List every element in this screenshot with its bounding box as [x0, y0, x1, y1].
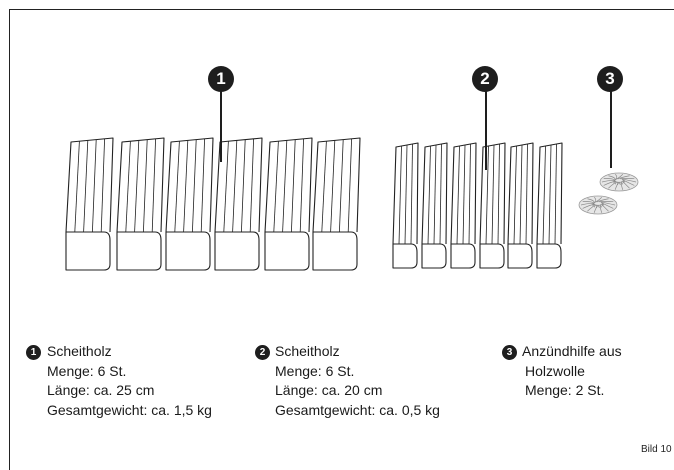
caption-badge-2: 2 [255, 345, 270, 360]
caption-weight-2: Gesamtgewicht: ca. 0,5 kg [275, 401, 440, 418]
caption-title-2: Scheitholz [275, 343, 340, 359]
log-25cm [264, 137, 313, 271]
caption-length-1: Länge: ca. 25 cm [47, 382, 155, 398]
caption-material-3: Holzwolle [525, 362, 585, 379]
log-25cm [214, 137, 263, 271]
log-20cm [536, 142, 563, 269]
caption-badge-3: 3 [502, 345, 517, 360]
caption-quantity-2: Menge: 6 St. [275, 362, 355, 379]
caption-item-1: Scheitholz Menge: 6 St. Länge: ca. 25 cm… [47, 342, 212, 420]
callout-badge-1: 1 [208, 66, 234, 92]
wood-wool-bundle [599, 172, 639, 192]
caption-item-3: Anzündhilfe aus Holzwolle Menge: 2 St. [522, 342, 622, 401]
log-20cm [450, 142, 477, 269]
callout-badge-3: 3 [597, 66, 623, 92]
wood-wool-bundle [578, 195, 618, 215]
callout-line-2 [485, 90, 487, 170]
caption-title-1: Scheitholz [47, 343, 112, 359]
log-group-1 [65, 137, 361, 271]
log-20cm [392, 142, 419, 269]
wood-wool-group [578, 172, 639, 215]
figure-number: Bild 10 [641, 444, 672, 455]
caption-weight-1: Gesamtgewicht: ca. 1,5 kg [47, 401, 212, 418]
log-25cm [165, 137, 214, 271]
figure-frame [9, 9, 674, 470]
caption-badge-1: 1 [26, 345, 41, 360]
callout-line-3 [610, 90, 612, 168]
log-25cm [312, 137, 361, 271]
log-20cm [479, 142, 506, 269]
caption-item-2: Scheitholz Menge: 6 St. Länge: ca. 20 cm… [275, 342, 440, 420]
log-group-2 [392, 142, 563, 269]
log-20cm [507, 142, 534, 269]
callout-badge-2: 2 [472, 66, 498, 92]
caption-title-3: Anzündhilfe aus [522, 343, 622, 359]
caption-quantity-1: Menge: 6 St. [47, 362, 127, 379]
log-20cm [421, 142, 448, 269]
firewood-illustration [65, 137, 639, 271]
callout-line-1 [220, 90, 222, 162]
caption-length-2: Länge: ca. 20 cm [275, 382, 383, 398]
log-25cm [65, 137, 114, 271]
log-25cm [116, 137, 165, 271]
caption-quantity-3: Menge: 2 St. [525, 382, 605, 398]
